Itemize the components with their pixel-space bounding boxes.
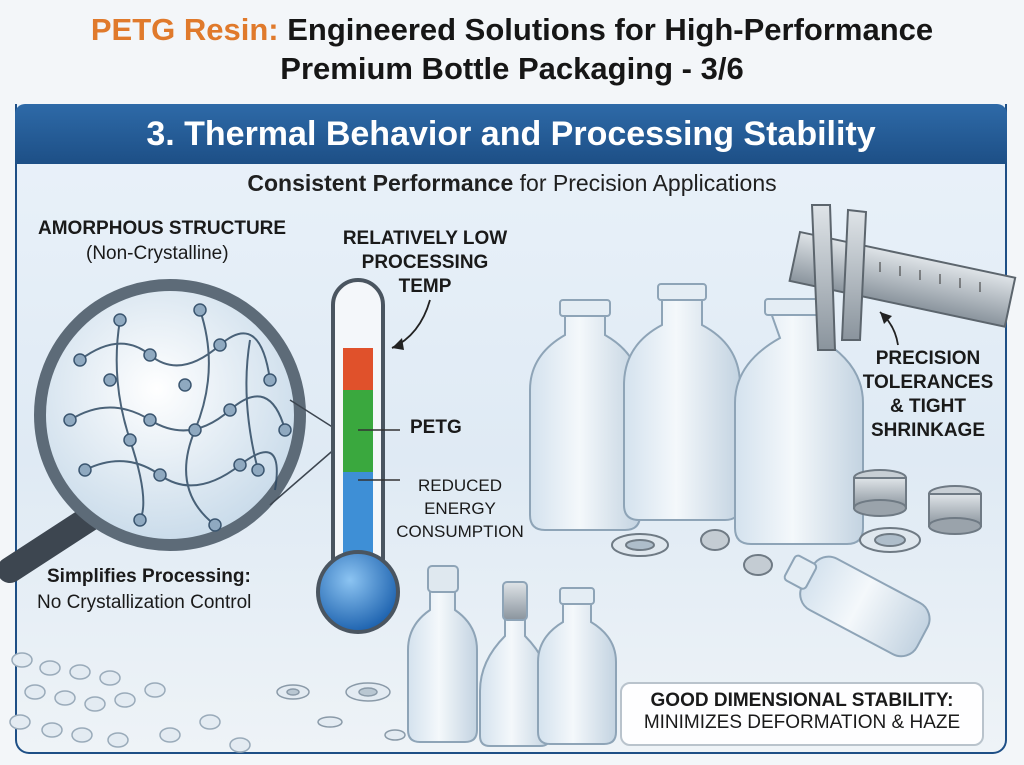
thermometer-icon: [316, 278, 431, 634]
thermo-mid-label: PETG: [410, 417, 462, 438]
thermo-low-line-3: CONSUMPTION: [396, 522, 524, 541]
section-subtitle: Consistent Performance for Precision App…: [0, 170, 1024, 197]
stability-subtitle: MINIMIZES DEFORMATION & HAZE: [643, 712, 961, 733]
thermo-low-line-1: REDUCED: [417, 476, 503, 495]
magnifier-icon: [0, 279, 346, 583]
precision-label: PRECISION TOLERANCES & TIGHT SHRINKAGE: [858, 347, 998, 443]
thermo-low-line-2: ENERGY: [424, 499, 496, 518]
resin-pellets: [9, 652, 251, 753]
processing-title: Simplifies Processing:: [47, 566, 251, 587]
thermo-top-label: RELATIVELY LOW PROCESSING TEMP: [335, 227, 515, 299]
precision-line-1: PRECISION: [875, 348, 981, 369]
tipped-bottle: [783, 554, 931, 658]
processing-subtitle: No Crystallization Control: [37, 592, 252, 613]
bottle-group-lower: [407, 565, 617, 747]
amorphous-title: AMORPHOUS STRUCTURE: [38, 218, 287, 239]
section-heading: 3. Thermal Behavior and Processing Stabi…: [15, 104, 1007, 164]
stability-title: GOOD DIMENSIONAL STABILITY:: [650, 690, 954, 711]
title-accent: PETG Resin:: [90, 12, 279, 47]
thermo-low-label: REDUCED ENERGY CONSUMPTION: [395, 474, 525, 543]
subtitle-bold: Consistent Performance: [247, 170, 514, 196]
precision-line-3: & TIGHT: [890, 396, 966, 417]
thermo-top-line-2: PROCESSING: [361, 252, 489, 273]
thermo-mid-band: [343, 390, 373, 472]
bottle-caps: [611, 469, 982, 576]
precision-line-4: SHRINKAGE: [870, 420, 985, 441]
precision-line-2: TOLERANCES: [862, 372, 994, 393]
thermo-top-line-1: RELATIVELY LOW: [342, 228, 508, 249]
washers: [276, 682, 406, 741]
title-line1: Engineered Solutions for High-Performanc…: [287, 12, 934, 47]
subtitle-rest: for Precision Applications: [519, 170, 777, 196]
caliper-icon: [788, 204, 1017, 351]
thermo-hot-band: [343, 348, 373, 390]
title-line2: Premium Bottle Packaging - 3/6: [280, 51, 744, 86]
thermo-top-line-3: TEMP: [398, 276, 452, 297]
page-title: PETG Resin: Engineered Solutions for Hig…: [0, 10, 1024, 88]
bottle-group-upper: [529, 283, 864, 545]
stability-callout: GOOD DIMENSIONAL STABILITY: MINIMIZES DE…: [620, 682, 984, 746]
amorphous-subtitle: (Non-Crystalline): [86, 243, 229, 264]
